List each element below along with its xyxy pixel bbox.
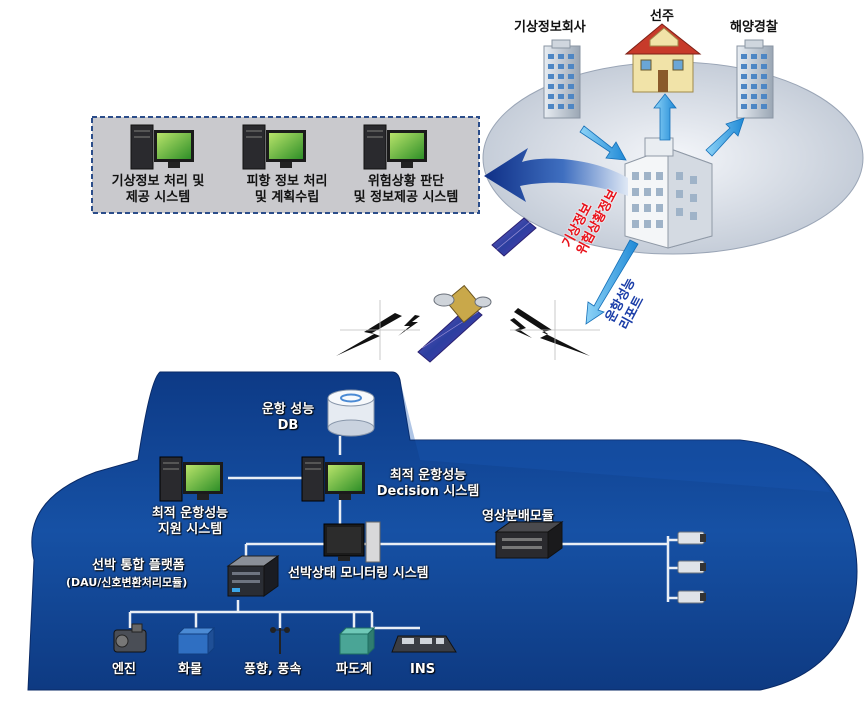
wave-meter-icon [338, 626, 376, 656]
label-platform-detail: (DAU/신호변환처리모듈) [66, 576, 188, 589]
label-support-system: 최적 운항성능 지원 시스템 [130, 506, 250, 539]
label-weather-system: 기상정보 처리 및 제공 시스템 [98, 174, 218, 207]
anemometer-icon [270, 627, 290, 654]
label-sensor-wave: 파도계 [336, 662, 372, 677]
label-coast-guard: 해양경찰 [730, 20, 778, 35]
platform-device-icon [226, 555, 280, 597]
label-line: Decision 시스템 [376, 484, 480, 500]
label-line: DB [277, 418, 299, 434]
building-icon [736, 39, 774, 119]
label-risk-system: 위험상황 판단 및 정보제공 시스템 [336, 174, 476, 207]
label-sensor-ins: INS [410, 662, 436, 677]
computer-icon [323, 521, 381, 563]
label-avoidance-system: 피항 정보 처리 및 계획수립 [227, 174, 347, 207]
satellite-icon [417, 217, 537, 363]
video-module-icon [494, 521, 564, 559]
label-line: 최적 운항성능 [389, 468, 467, 483]
computer-icon [159, 456, 223, 502]
hull-highlight [400, 380, 830, 492]
database-icon [327, 389, 375, 437]
building-icon [624, 137, 713, 249]
signal-grid [340, 300, 600, 360]
label-line: 최적 운항성능 [151, 506, 229, 521]
building-icon [543, 39, 581, 119]
label-video-module: 영상분배모듈 [482, 509, 554, 524]
camera-icon [677, 590, 706, 604]
label-platform: 선박 통합 플랫폼 [92, 558, 185, 573]
engine-icon [113, 623, 147, 653]
label-sensor-wind: 풍향, 풍속 [244, 662, 302, 677]
data-flow-arrow [484, 148, 628, 202]
label-sensor-engine: 엔진 [112, 662, 136, 677]
label-db: 운항 성능 DB [248, 402, 328, 435]
label-ship-owner: 선주 [650, 9, 674, 24]
ship-network-lines [128, 436, 680, 630]
label-line: 제공 시스템 [125, 190, 191, 206]
house-icon [624, 23, 702, 93]
computer-icon [301, 456, 365, 502]
label-line: 기상정보 처리 및 [111, 174, 205, 189]
camera-icon [677, 531, 706, 545]
wireless-signal-icon [336, 308, 590, 356]
camera-icon [677, 560, 706, 574]
label-line: 및 정보제공 시스템 [353, 190, 459, 206]
label-sensor-cargo: 화물 [178, 662, 202, 677]
label-line: 지원 시스템 [157, 522, 223, 538]
computer-icon [130, 124, 194, 170]
label-line: 피항 정보 처리 [246, 174, 328, 189]
cargo-container-icon [176, 626, 216, 656]
ship-hull [27, 371, 858, 691]
label-weather-company: 기상정보회사 [514, 20, 586, 35]
label-line: 및 계획수립 [254, 190, 320, 206]
computer-icon [242, 124, 306, 170]
link-arrows [579, 93, 745, 325]
label-line: 위험상황 판단 [367, 174, 445, 189]
ins-console-icon [391, 635, 457, 653]
label-decision-system: 최적 운항성능 Decision 시스템 [366, 468, 490, 501]
computer-icon [363, 124, 427, 170]
label-monitoring-system: 선박상태 모니터링 시스템 [288, 566, 429, 581]
label-line: 운항 성능 [261, 402, 315, 417]
